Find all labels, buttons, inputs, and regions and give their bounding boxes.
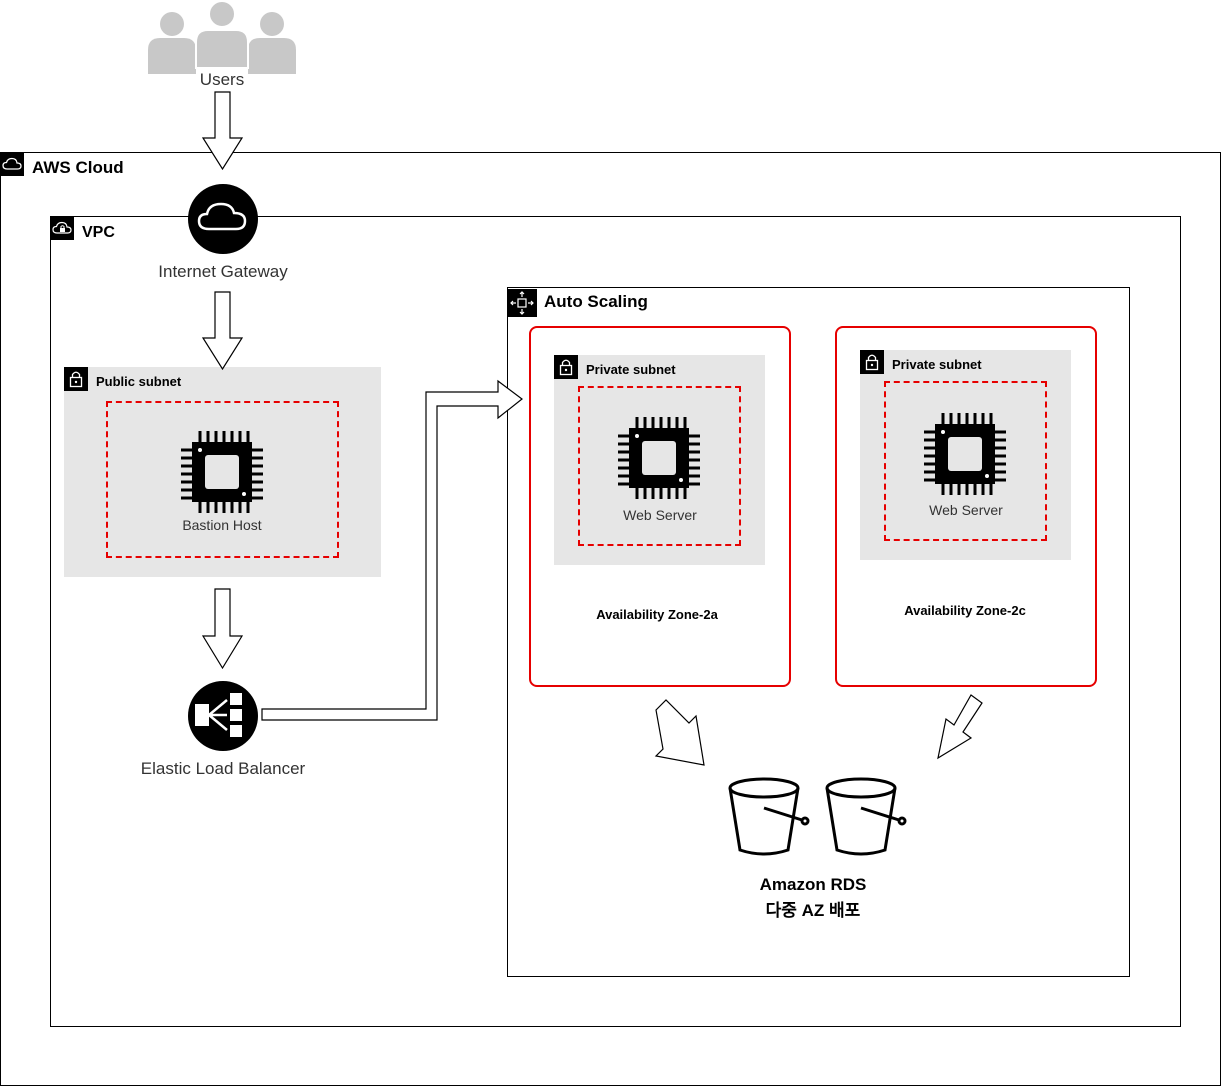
arrow-elb-to-auto-scaling: [261, 379, 523, 721]
zone-2a-label: Availability Zone-2a: [596, 607, 718, 622]
elb-label: Elastic Load Balancer: [140, 759, 306, 778]
auto-scaling-group: [507, 287, 1130, 977]
aws-cloud-group: [0, 152, 1221, 1086]
ec2-chip-icon: [923, 412, 1007, 496]
web-server-2c-instance: [884, 381, 1047, 541]
arrow-igw-to-public-subnet: [201, 291, 244, 371]
users-label: Users: [199, 70, 245, 89]
web-server-2a-label: Web Server: [623, 507, 697, 523]
bastion-host-instance: [106, 401, 339, 558]
cloud-icon: [0, 152, 24, 176]
vpc-label: VPC: [82, 224, 115, 241]
web-server-2a-instance: [578, 386, 741, 546]
public-subnet-label: Public subnet: [96, 374, 182, 389]
ec2-chip-icon: [180, 430, 264, 514]
users-icon: [146, 0, 298, 76]
internet-gateway-icon: [187, 183, 259, 255]
arrow-zone-2c-to-rds: [937, 694, 983, 760]
ec2-chip-icon: [617, 416, 701, 500]
private-subnet-2c-label: Private subnet: [892, 357, 982, 372]
bastion-host-label: Bastion Host: [182, 517, 262, 533]
lock-icon: [64, 367, 88, 391]
arrow-users-to-igw: [201, 91, 244, 171]
vpc-group: [50, 216, 1181, 1027]
aws-cloud-label: AWS Cloud: [32, 158, 124, 177]
bucket-icon: [825, 776, 907, 856]
lock-icon: [860, 350, 884, 374]
arrow-public-subnet-to-elb: [201, 588, 244, 670]
rds-label-line2: 다중 AZ 배포: [765, 901, 861, 920]
web-server-2c-label: Web Server: [929, 502, 1003, 518]
internet-gateway-label: Internet Gateway: [158, 262, 288, 281]
load-balancer-icon: [187, 680, 259, 752]
rds-label-line1: Amazon RDS: [759, 875, 867, 894]
arrow-zone-2a-to-rds: [654, 699, 705, 766]
private-subnet-2a-label: Private subnet: [586, 362, 676, 377]
vpc-cloud-lock-icon: [50, 216, 74, 240]
zone-2c-label: Availability Zone-2c: [904, 603, 1026, 618]
auto-scaling-icon: [507, 289, 537, 317]
auto-scaling-label: Auto Scaling: [544, 292, 648, 311]
bucket-icon: [728, 776, 810, 856]
lock-icon: [554, 355, 578, 379]
